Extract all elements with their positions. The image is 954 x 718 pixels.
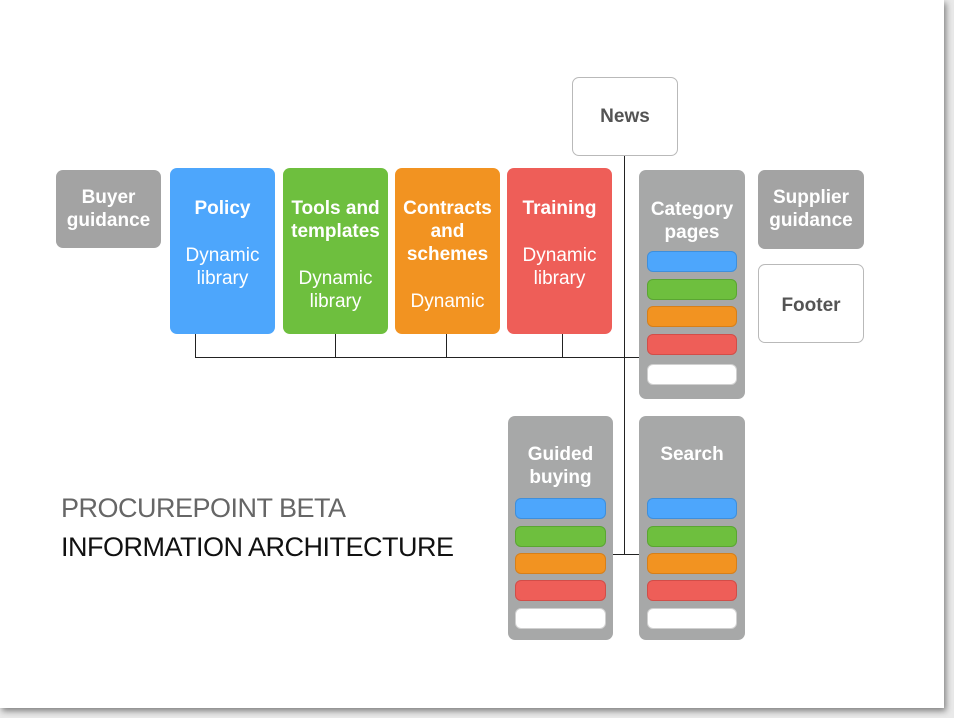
- supplier-guidance-label: Supplier guidance: [769, 187, 853, 231]
- connector-training: [562, 334, 563, 358]
- category-pages-box[interactable]: Category pages: [639, 170, 745, 399]
- search-bar-green: [647, 526, 737, 547]
- category-bar-blue: [647, 251, 737, 272]
- category-bar-orange: [647, 306, 737, 327]
- connector-news-trunk: [624, 155, 625, 555]
- guided-bar-white: [515, 608, 606, 629]
- category-pages-title: Category pages: [650, 199, 734, 243]
- guided-bar-red: [515, 580, 606, 601]
- category-bar-white: [647, 364, 737, 385]
- policy-box[interactable]: Policy Dynamic library: [170, 168, 275, 334]
- category-bar-green: [647, 279, 737, 300]
- guided-bar-green: [515, 526, 606, 547]
- guided-buying-title: Guided buying: [527, 444, 594, 488]
- tools-templates-box[interactable]: Tools and templates Dynamic library: [283, 168, 388, 334]
- news-label: News: [600, 106, 650, 127]
- search-title: Search: [660, 444, 724, 465]
- connector-bottom: [612, 554, 640, 555]
- search-bar-red: [647, 580, 737, 601]
- guided-buying-box[interactable]: Guided buying: [508, 416, 613, 640]
- guided-bar-orange: [515, 553, 606, 574]
- caption-line-1: PROCUREPOINT BETA: [61, 493, 346, 523]
- training-title: Training: [522, 198, 597, 219]
- connector-tools: [335, 334, 336, 358]
- search-bar-blue: [647, 498, 737, 519]
- slide: News Buyer guidance Policy Dynamic libra…: [0, 0, 944, 708]
- policy-title: Policy: [194, 198, 251, 219]
- category-bar-red: [647, 334, 737, 355]
- news-box[interactable]: News: [572, 77, 678, 156]
- search-bar-orange: [647, 553, 737, 574]
- supplier-guidance-box[interactable]: Supplier guidance: [758, 170, 864, 249]
- contracts-schemes-subtitle: Dynamic: [410, 291, 485, 312]
- contracts-schemes-box[interactable]: Contracts and schemes Dynamic: [395, 168, 500, 334]
- tools-templates-subtitle: Dynamic library: [298, 268, 373, 312]
- policy-subtitle: Dynamic library: [185, 245, 260, 289]
- training-subtitle: Dynamic library: [522, 245, 597, 289]
- search-bar-white: [647, 608, 737, 629]
- guided-bar-blue: [515, 498, 606, 519]
- connector-policy: [195, 334, 196, 358]
- search-box[interactable]: Search: [639, 416, 745, 640]
- caption-line-2: INFORMATION ARCHITECTURE: [61, 532, 454, 562]
- connector-contracts: [446, 334, 447, 358]
- training-box[interactable]: Training Dynamic library: [507, 168, 612, 334]
- buyer-guidance-label: Buyer guidance: [66, 187, 151, 231]
- connector-horizontal-main: [195, 357, 640, 358]
- buyer-guidance-box[interactable]: Buyer guidance: [56, 170, 161, 248]
- tools-templates-title: Tools and templates: [291, 198, 380, 242]
- footer-box[interactable]: Footer: [758, 264, 864, 343]
- footer-label: Footer: [781, 295, 841, 316]
- contracts-schemes-title: Contracts and schemes: [403, 198, 492, 265]
